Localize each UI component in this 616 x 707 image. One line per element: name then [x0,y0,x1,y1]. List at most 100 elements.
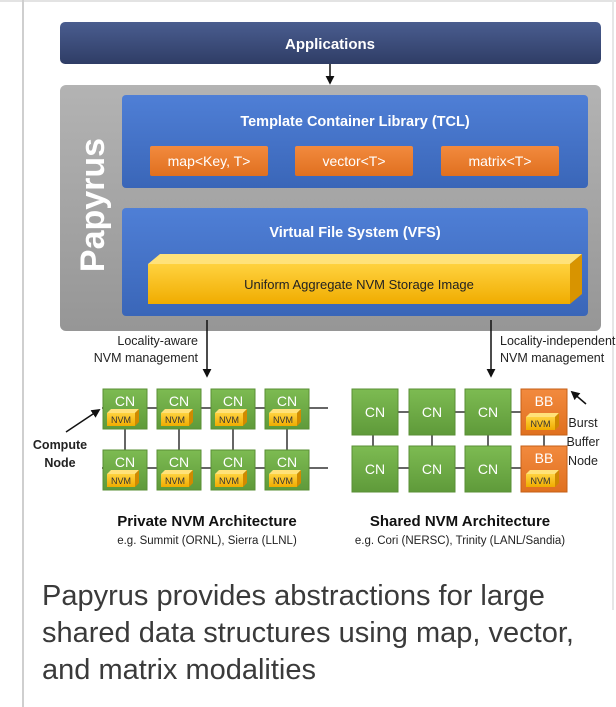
nvm-chip [161,413,189,426]
right-grid-connectors [372,411,545,469]
burst-buffer-label-line1: Burst [568,416,598,430]
nvm-chip-top [269,470,301,474]
nvm-chip-label: NVM [165,476,185,486]
compute-node-label-line2: Node [44,456,75,470]
storage-bar-top [148,254,582,264]
frame-right-border [612,0,614,610]
nvm-chip-side [135,470,139,487]
compute-node: CN [351,445,399,493]
tcl-item-matrix-label: matrix<T> [468,153,531,169]
nvm-chip-side [555,413,559,430]
nvm-chip-side [297,409,301,426]
nvm-chip [269,413,297,426]
compute-node: CN NVM [102,449,148,491]
nvm-chip-label: NVM [165,415,185,425]
compute-node-box [464,445,512,493]
nvm-chip-top [107,470,139,474]
compute-node-box [464,388,512,436]
compute-node-label: CN [115,454,135,470]
nvm-chip-top [269,409,301,413]
frame-left-border [22,0,24,707]
compute-node-label: CN [365,461,385,477]
compute-node: CN [464,445,512,493]
compute-node-label: CN [422,404,442,420]
compute-node: CN NVM [102,388,148,430]
applications-label: Applications [285,36,375,53]
papyrus-diagram: Applications Papyrus Template Container … [33,22,616,547]
compute-node-box [351,445,399,493]
frame-top-border [0,0,616,2]
nvm-chip-label: NVM [273,415,293,425]
compute-node-label: CN [422,461,442,477]
private-arch-title: Private NVM Architecture [117,513,297,530]
right-mgmt-line2: NVM management [500,351,605,365]
shared-nvm-grid: CN CN CN BB NVM CN CN CN BB NVM [351,388,568,493]
compute-node-label: CN [115,393,135,409]
nvm-chip [107,474,135,487]
nvm-chip-label: NVM [531,419,551,429]
burst-buffer-label: BB [535,393,554,409]
nvm-chip-label: NVM [531,476,551,486]
arrow-burst-buffer [570,390,587,405]
compute-node-label: CN [277,393,297,409]
compute-node: CN NVM [156,388,202,430]
compute-node: CN NVM [156,449,202,491]
nvm-chip-side [243,409,247,426]
caption-text: Papyrus provides abstractions for large … [42,580,574,686]
vfs-title: Virtual File System (VFS) [269,225,441,241]
nvm-chip-label: NVM [219,415,239,425]
storage-bar [148,264,570,304]
compute-node: CN NVM [264,388,310,430]
compute-node-label: CN [223,454,243,470]
storage-bar-side [570,254,582,304]
compute-node-label: CN [365,404,385,420]
nvm-chip-side [297,470,301,487]
tcl-item-map [150,146,268,176]
nvm-chip-label: NVM [273,476,293,486]
compute-node-label: CN [223,393,243,409]
nvm-chip-top [215,409,247,413]
compute-node: CN NVM [210,388,256,430]
nvm-chip-top [526,413,559,417]
compute-node-label: CN [478,461,498,477]
left-mgmt-line1: Locality-aware [117,334,198,348]
nvm-chip-label: NVM [111,476,131,486]
compute-node-label: CN [169,393,189,409]
nvm-chip [215,474,243,487]
nvm-chip-top [161,409,193,413]
nvm-chip-label: NVM [219,476,239,486]
nvm-chip [215,413,243,426]
right-mgmt-line1: Locality-independent [500,334,616,348]
nvm-chip-side [189,470,193,487]
shared-arch-title: Shared NVM Architecture [370,513,550,530]
nvm-chip [526,474,555,487]
burst-buffer-label: BB [535,450,554,466]
left-mgmt-line2: NVM management [94,351,199,365]
compute-node: CN [464,388,512,436]
burst-buffer-node: BB NVM [520,388,568,436]
private-arch-examples: e.g. Summit (ORNL), Sierra (LLNL) [117,535,297,547]
burst-buffer-node: BB NVM [520,445,568,493]
arrow-compute-node [65,409,101,433]
compute-node: CN [408,445,456,493]
nvm-chip [161,474,189,487]
nvm-chip [526,417,555,430]
applications-bar [60,22,601,64]
compute-node: CN NVM [210,449,256,491]
nvm-chip-top [526,470,559,474]
compute-node-label: CN [169,454,189,470]
compute-node-label-line1: Compute [33,438,87,452]
compute-node-box [408,445,456,493]
nvm-chip [269,474,297,487]
compute-node-label: CN [478,404,498,420]
nvm-chip-label: NVM [111,415,131,425]
tcl-item-vector-label: vector<T> [322,153,385,169]
burst-buffer-label-line2: Buffer [566,435,599,449]
shared-arch-examples: e.g. Cori (NERSC), Trinity (LANL/Sandia) [355,535,565,547]
nvm-chip-side [135,409,139,426]
tcl-title: Template Container Library (TCL) [240,114,470,130]
compute-node-box [351,388,399,436]
nvm-chip-top [161,470,193,474]
storage-label: Uniform Aggregate NVM Storage Image [244,277,474,292]
nvm-chip [107,413,135,426]
